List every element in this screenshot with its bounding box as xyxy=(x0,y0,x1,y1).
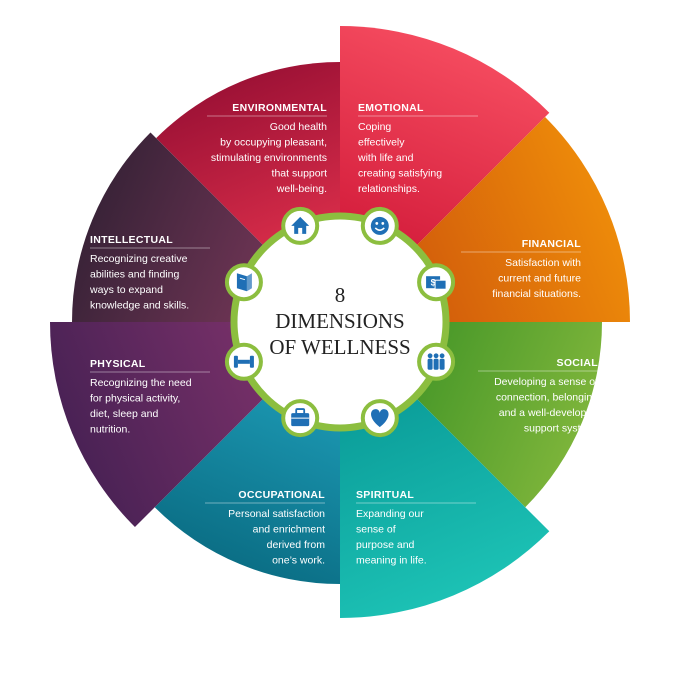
segment-desc-line-physical: diet, sleep and xyxy=(90,408,158,420)
segment-desc-line-environmental: Good health xyxy=(270,121,327,133)
segment-desc-line-physical: nutrition. xyxy=(90,424,130,436)
segment-title-emotional: EMOTIONAL xyxy=(358,102,424,114)
dumbbell-icon xyxy=(224,342,263,381)
heart-icon xyxy=(360,399,399,438)
center-hub xyxy=(230,212,450,432)
segment-desc-line-emotional: relationships. xyxy=(358,183,420,195)
segment-title-environmental: ENVIRONMENTAL xyxy=(232,102,327,114)
segment-desc-line-emotional: effectively xyxy=(358,137,405,149)
segment-desc-line-emotional: with life and xyxy=(357,152,414,164)
house-icon xyxy=(281,206,320,245)
segment-desc-line-social: connection, belonging xyxy=(496,392,598,404)
segment-desc-line-financial: financial situations. xyxy=(492,288,581,300)
segment-desc-line-intellectual: ways to expand xyxy=(89,284,163,296)
segment-title-physical: PHYSICAL xyxy=(90,358,146,370)
segment-title-spiritual: SPIRITUAL xyxy=(356,489,414,501)
segment-desc-line-occupational: one’s work. xyxy=(272,555,325,567)
segment-desc-line-emotional: Coping xyxy=(358,121,391,133)
segment-desc-line-spiritual: Expanding our xyxy=(356,508,424,520)
segment-title-financial: FINANCIAL xyxy=(522,238,582,250)
segment-title-social: SOCIAL xyxy=(557,357,599,369)
segment-desc-line-spiritual: sense of xyxy=(356,524,396,536)
segment-desc-line-environmental: by occupying pleasant, xyxy=(220,137,327,149)
segment-desc-line-intellectual: Recognizing creative xyxy=(90,253,188,265)
money-icon: $ xyxy=(417,263,456,302)
segment-desc-line-environmental: that support xyxy=(272,168,328,180)
segment-desc-line-environmental: stimulating environments xyxy=(211,152,327,164)
center-title-line-2: DIMENSIONS xyxy=(275,309,405,333)
segment-desc-line-environmental: well-being. xyxy=(276,183,327,195)
segment-desc-line-intellectual: knowledge and skills. xyxy=(90,300,189,312)
center-title-number: 8 xyxy=(335,283,346,307)
briefcase-icon xyxy=(281,399,320,438)
segment-title-occupational: OCCUPATIONAL xyxy=(238,489,325,501)
segment-desc-line-social: support system. xyxy=(524,423,598,435)
segment-desc-line-spiritual: meaning in life. xyxy=(356,555,427,567)
segment-desc-line-physical: for physical activity, xyxy=(90,393,180,405)
segment-desc-line-occupational: derived from xyxy=(267,539,326,551)
segment-desc-line-social: Developing a sense of xyxy=(494,376,598,388)
segment-desc-line-occupational: and enrichment xyxy=(253,524,325,536)
segment-desc-line-financial: Satisfaction with xyxy=(505,257,581,269)
center-title-line-3: OF WELLNESS xyxy=(269,335,410,359)
segment-title-intellectual: INTELLECTUAL xyxy=(90,234,173,246)
segment-desc-line-physical: Recognizing the need xyxy=(90,377,192,389)
book-icon xyxy=(224,263,263,302)
segment-desc-line-emotional: creating satisfying xyxy=(358,168,442,180)
segment-desc-line-spiritual: purpose and xyxy=(356,539,415,551)
segment-desc-line-social: and a well-developed xyxy=(499,407,598,419)
people-icon xyxy=(417,342,456,381)
segment-desc-line-occupational: Personal satisfaction xyxy=(228,508,325,520)
svg-text:$: $ xyxy=(431,278,436,288)
smiley-icon xyxy=(360,206,399,245)
segment-desc-line-financial: current and future xyxy=(498,273,581,285)
segment-desc-line-intellectual: abilities and finding xyxy=(90,269,179,281)
